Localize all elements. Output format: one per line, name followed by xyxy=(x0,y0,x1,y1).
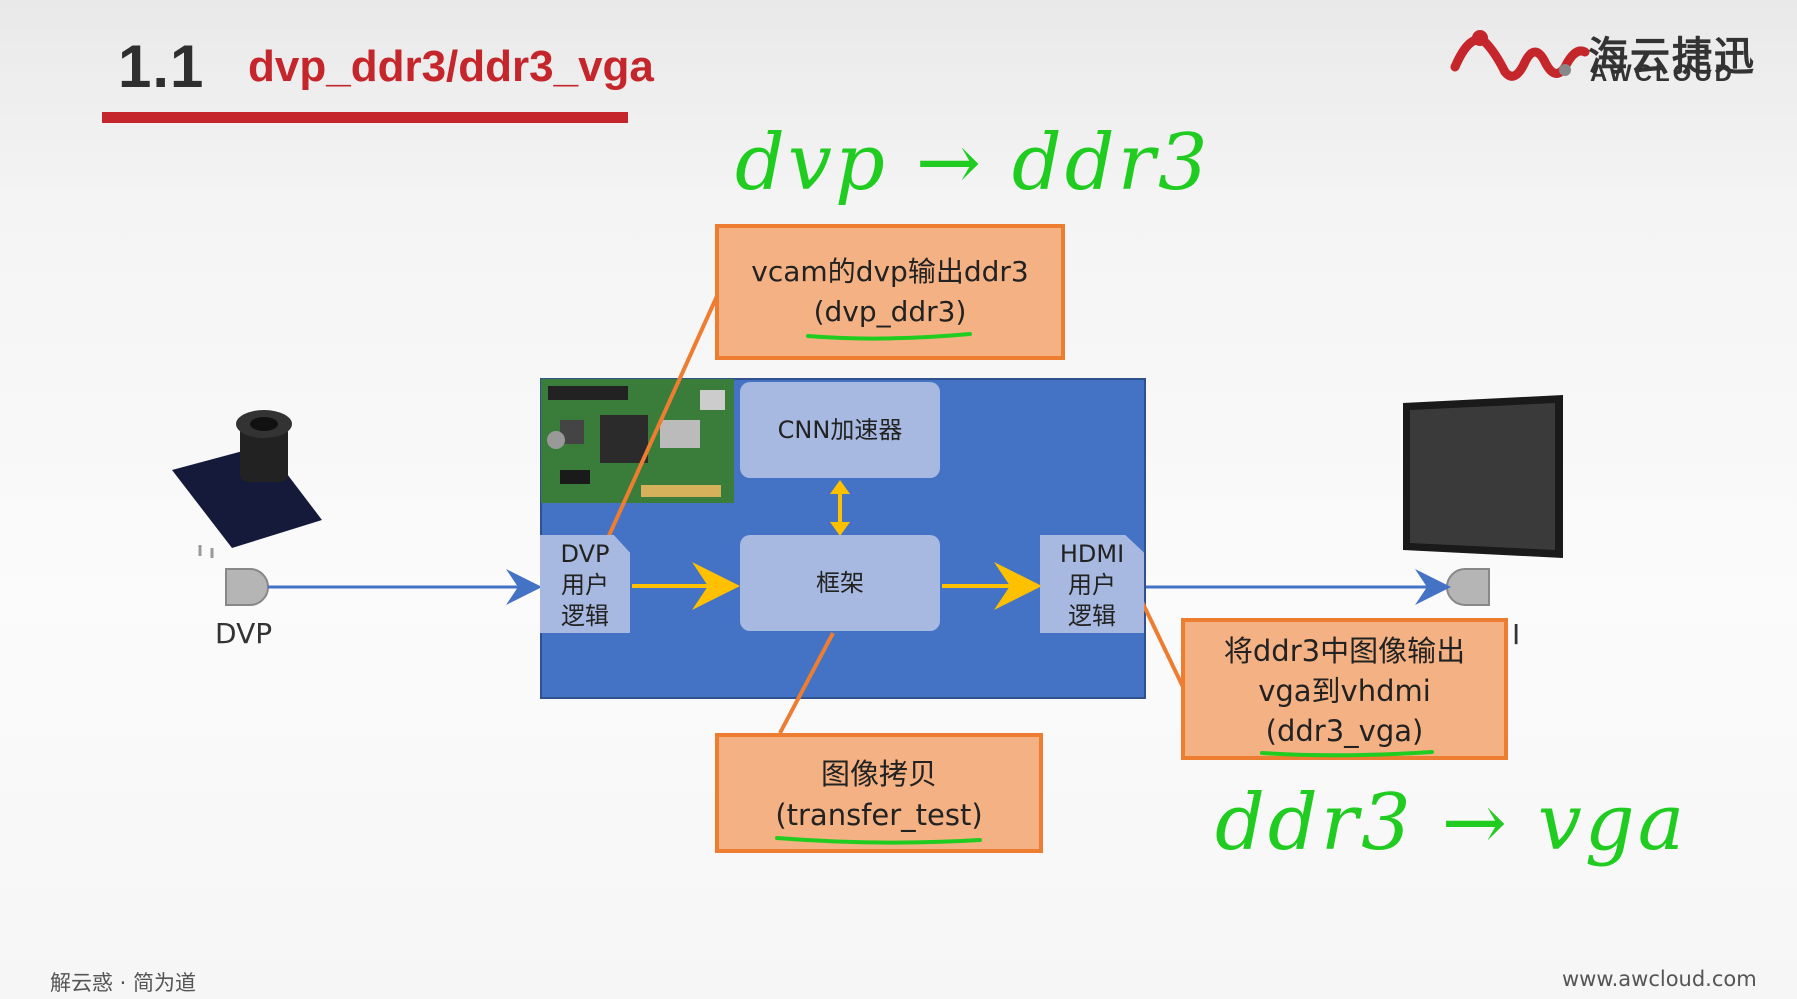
awcloud-logo-icon xyxy=(1450,30,1590,81)
callout-vga-line-1: 将ddr3中图像输出 xyxy=(1223,634,1466,668)
arrow-cnn-frame-bidirectional xyxy=(830,480,850,536)
underline-ddr3-vga xyxy=(1260,750,1434,758)
logo-english-text: AWCLOUD xyxy=(1590,60,1735,87)
callout-dvp-line-1: vcam的dvp输出ddr3 xyxy=(751,255,1029,288)
callout-vga-line-2: vga到vhdmi xyxy=(1258,674,1431,708)
dvp-logic-line-2: 用户 xyxy=(561,571,609,599)
footer-slogan: 解云惑 · 简为道 xyxy=(50,971,197,995)
callout-transfer-line-2: (transfer_test) xyxy=(775,798,983,832)
callout-dvp-line-2: (dvp_ddr3) xyxy=(813,295,967,328)
handwritten-ddr3-vga: ddr3 → vga xyxy=(1215,778,1688,868)
handwritten-dvp-ddr3: dvp → ddr3 xyxy=(735,118,1211,208)
underline-dvp-ddr3 xyxy=(806,332,972,341)
callout-line-transfer xyxy=(778,632,835,734)
hdmi-logic-line-3: 逻辑 xyxy=(1068,602,1116,630)
framework-block: 框架 xyxy=(740,535,940,631)
monitor-label-partial: I xyxy=(1512,618,1521,651)
callout-line-dvp xyxy=(596,295,719,561)
callout-ddr3-vga: 将ddr3中图像输出 vga到vhdmi (ddr3_vga) xyxy=(1181,618,1508,760)
hdmi-logic-line-1: HDMI xyxy=(1059,540,1125,568)
dvp-port-icon xyxy=(225,568,269,606)
slide-title: dvp_ddr3/ddr3_vga xyxy=(248,42,654,91)
dvp-logic-line-3: 逻辑 xyxy=(561,602,609,630)
title-underline xyxy=(102,112,628,123)
cnn-accelerator-block: CNN加速器 xyxy=(740,382,940,478)
slide-number: 1.1 xyxy=(118,33,205,100)
callout-vga-line-3: (ddr3_vga) xyxy=(1265,714,1424,748)
callout-transfer-test: 图像拷贝 (transfer_test) xyxy=(715,733,1043,853)
hdmi-logic-line-2: 用户 xyxy=(1068,571,1116,599)
hdmi-user-logic-block: HDMI 用户 逻辑 xyxy=(1040,535,1144,633)
dvp-label: DVP xyxy=(215,617,273,650)
dvp-user-logic-block: DVP 用户 逻辑 xyxy=(540,535,630,633)
monitor-photo xyxy=(1403,395,1563,558)
underline-transfer-test xyxy=(775,836,982,845)
camera-module-photo xyxy=(172,410,322,558)
fpga-board-photo xyxy=(541,379,734,503)
callout-transfer-line-1: 图像拷贝 xyxy=(820,757,937,791)
footer-website: www.awcloud.com xyxy=(1562,967,1757,991)
logo-chinese-text: 海云捷迅 xyxy=(1588,35,1756,79)
dvp-logic-line-1: DVP xyxy=(560,540,610,568)
